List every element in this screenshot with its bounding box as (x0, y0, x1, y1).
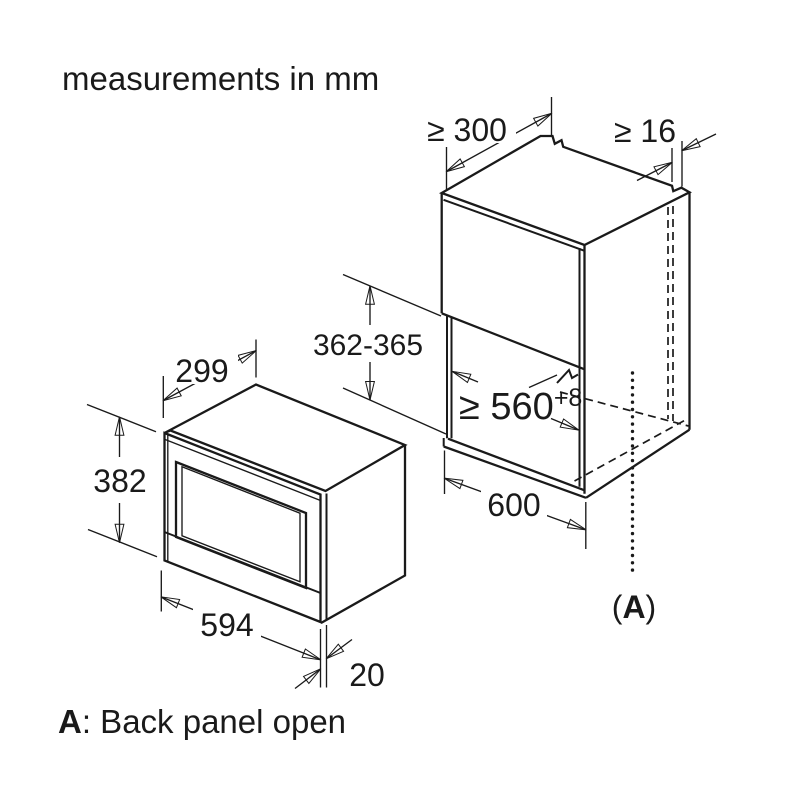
microwave-door-front (163, 431, 322, 624)
microwave-body-top-face (163, 383, 408, 493)
arrow-leader (325, 638, 353, 660)
niche-depth-stop-leader (528, 374, 558, 389)
dim-label-depth: 299 (175, 353, 228, 389)
arrow-leader (451, 370, 479, 384)
microwave-door-top-edge (164, 438, 321, 502)
microwave-body-side-face (320, 445, 407, 625)
label-mask (419, 111, 516, 143)
cabinet-top-front-edge (443, 198, 585, 252)
dim-label-niche-height: 362-365 (313, 329, 423, 362)
arrow-leader (550, 417, 580, 431)
arrow-leader (636, 161, 673, 182)
microwave-door-window-inner (181, 465, 301, 583)
niche-floor-front-edge (447, 437, 585, 492)
cabinet-top-face (438, 134, 692, 247)
microwave-door-divider (164, 531, 321, 594)
legend-note-text: : Back panel open (82, 703, 346, 740)
dim-label-width: 594 (200, 607, 253, 643)
extension-line (86, 403, 157, 433)
section-marker-open: ( (612, 589, 623, 625)
arrow-leader (681, 133, 717, 152)
dim-width-594: 594 (160, 570, 322, 688)
dim-label-niche-width-sup: +8 (554, 384, 583, 412)
dim-niche-height-362-365: 362-365 (313, 273, 447, 435)
dim-label-niche-width: ≥ 560+8 (459, 384, 582, 428)
page-title: measurements in mm (62, 60, 379, 97)
legend-note: A: Back panel open (58, 703, 346, 740)
dim-cabinet-width-600: 600 (443, 450, 587, 549)
extension-line (342, 273, 442, 317)
legend-note-label: A (58, 703, 82, 740)
arrow-leader (294, 668, 322, 690)
hidden-bottom-back-edge (559, 391, 689, 427)
cabinet-drawing: ≥ 300 ≥ 16 362-365 ≥ 560+8 (313, 97, 717, 625)
cabinet-side-bottom-edge (585, 428, 691, 499)
section-marker-letter: A (622, 589, 645, 625)
dim-height-382: 382 (86, 403, 158, 558)
hidden-bottom-side-edge (574, 417, 689, 482)
label-mask (193, 604, 261, 638)
dim-depth-299: 299 (162, 339, 257, 418)
extension-line (87, 528, 158, 558)
dim-label-top-clearance: ≥ 300 (427, 112, 507, 148)
dim-label-cabinet-width: 600 (487, 487, 540, 523)
dim-label-height: 382 (93, 463, 146, 499)
hidden-edges-dashed (559, 206, 689, 482)
dim-label-niche-width-main: ≥ 560 (459, 386, 554, 428)
cabinet-front-panel-bottom-edge (441, 312, 585, 371)
extension-line (342, 387, 447, 435)
dim-label-door-overhang: 20 (349, 657, 385, 693)
dim-label-panel-thickness: ≥ 16 (614, 113, 676, 149)
label-mask (481, 487, 547, 518)
dim-top-clearance-300: ≥ 300 (419, 97, 553, 191)
dim-panel-thickness-16: ≥ 16 (614, 113, 717, 187)
dim-door-overhang-20: 20 (294, 625, 385, 693)
label-mask (167, 354, 238, 384)
microwave-drawing: 299 382 594 20 (86, 339, 408, 693)
section-marker-close: ) (646, 589, 657, 625)
dim-niche-width-560: ≥ 560+8 (451, 370, 582, 431)
niche-depth-stop-notch (556, 368, 579, 384)
section-marker-label: (A) (612, 589, 656, 625)
